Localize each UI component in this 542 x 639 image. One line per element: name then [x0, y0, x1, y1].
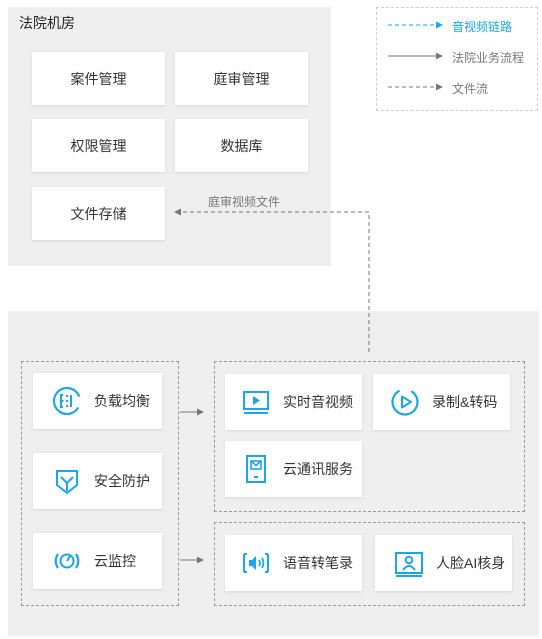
- file-storage-card: 文件存储: [32, 187, 165, 240]
- ai-group: [214, 522, 525, 606]
- legend-line-business: [388, 52, 443, 60]
- record-transcode-label: 录制&转码: [432, 394, 498, 410]
- cloud-communication-card: 云通讯服务: [225, 441, 362, 497]
- security-card: 安全防护: [33, 453, 162, 509]
- legend: [376, 7, 538, 111]
- legend-label-file: 文件流: [452, 82, 489, 96]
- speech-icon: [239, 546, 273, 580]
- infrastructure-group: [21, 361, 179, 606]
- video-player-icon: [239, 385, 273, 419]
- face-verification-label: 人脸AI核身: [436, 555, 506, 571]
- file-flow-connector: [174, 208, 370, 352]
- shield-icon: [50, 464, 84, 498]
- legend-line-file: [388, 83, 443, 91]
- face-verification-card: 人脸AI核身: [375, 535, 512, 591]
- record-transcode-card: 录制&转码: [373, 374, 510, 430]
- load-balance-icon: [50, 384, 84, 418]
- database-card: 数据库: [175, 119, 308, 172]
- load-balance-label: 负载均衡: [94, 393, 150, 409]
- realtime-av-card: 实时音视频: [225, 374, 362, 430]
- face-id-icon: [392, 546, 426, 580]
- load-balance-card: 负载均衡: [33, 373, 162, 429]
- cloud-communication-label: 云通讯服务: [283, 461, 353, 477]
- record-icon: [388, 385, 422, 419]
- panel-title: 法院机房: [19, 15, 75, 31]
- case-management-card: 案件管理: [32, 52, 165, 105]
- realtime-av-label: 实时音视频: [283, 394, 353, 410]
- security-label: 安全防护: [94, 473, 150, 489]
- cloud-monitor-label: 云监控: [94, 553, 136, 569]
- business-flow-arrow-ai: [180, 556, 204, 564]
- legend-label-av: 音视频链路: [452, 20, 513, 34]
- permission-management-card: 权限管理: [32, 119, 165, 172]
- media-group: [214, 361, 525, 512]
- legend-line-av: [388, 21, 443, 29]
- trial-management-card: 庭审管理: [175, 52, 308, 105]
- speech-to-record-label: 语音转笔录: [283, 555, 353, 571]
- monitor-icon: [50, 544, 84, 578]
- message-icon: [239, 452, 273, 486]
- legend-label-business: 法院业务流程: [452, 51, 525, 65]
- file-flow-label: 庭审视频文件: [208, 195, 281, 209]
- cloud-monitor-card: 云监控: [33, 533, 162, 589]
- speech-to-record-card: 语音转笔录: [225, 535, 362, 591]
- business-flow-arrow-media: [180, 408, 204, 416]
